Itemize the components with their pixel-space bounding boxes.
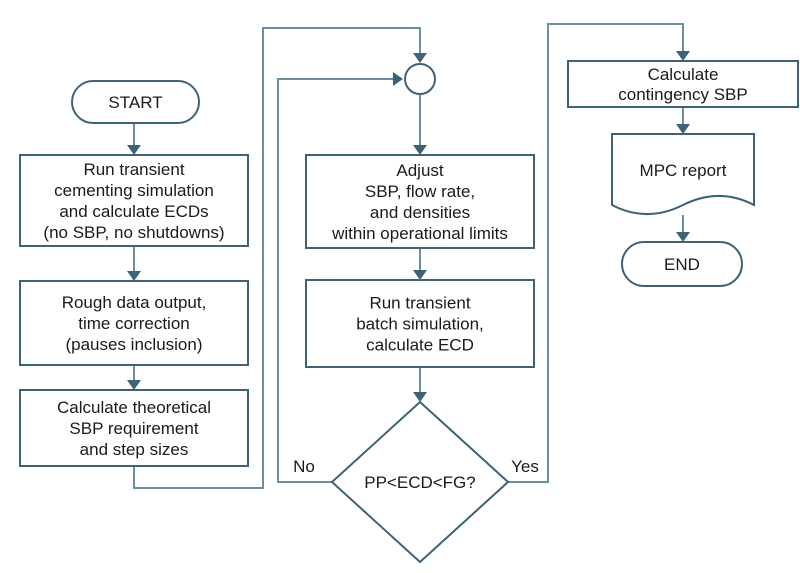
label-line: batch simulation, <box>356 315 484 334</box>
label-line: Run transient <box>83 160 184 179</box>
arrowhead <box>676 124 690 134</box>
rough-data-output-label: Rough data output, time correction (pauses… <box>62 293 207 354</box>
label-line: time correction <box>78 314 189 333</box>
arrowhead <box>413 53 427 63</box>
arrowhead <box>413 270 427 280</box>
label-line: PP<ECD<FG? <box>364 473 476 492</box>
label-line: Calculate <box>648 65 719 84</box>
label-line: (no SBP, no shutdowns) <box>43 223 224 242</box>
label-line: Rough data output, <box>62 293 207 312</box>
label-line: and step sizes <box>80 440 189 459</box>
run-cementing-simulation-box: Run transient cementing simulation and cal… <box>19 154 249 247</box>
arrowhead <box>127 271 141 281</box>
mpc-report-label: MPC report <box>640 161 727 180</box>
merge-junction <box>404 63 436 95</box>
run-batch-simulation-label: Run transient batch simulation, calculate … <box>356 294 484 355</box>
decision-label: PP<ECD<FG? <box>364 473 476 492</box>
end-terminator: END <box>621 241 743 287</box>
arrowhead <box>676 51 690 61</box>
label-line: cementing simulation <box>54 181 214 200</box>
yes-edge-label: Yes <box>511 457 539 476</box>
end-label: END <box>664 255 700 274</box>
label-line: Adjust <box>396 161 444 180</box>
arrowhead <box>676 232 690 242</box>
label-line: MPC report <box>640 161 727 180</box>
start-label: START <box>108 93 162 112</box>
label-line: (pauses inclusion) <box>65 335 202 354</box>
start-terminator: START <box>71 80 200 124</box>
label-line: and densities <box>370 203 470 222</box>
arrowhead <box>413 392 427 402</box>
line-calc-theoretical-to-junction <box>133 27 421 489</box>
label-line: Calculate theoretical <box>57 398 211 417</box>
arrowhead <box>393 72 403 86</box>
arrowhead <box>127 380 141 390</box>
no-edge-label: No <box>293 457 315 476</box>
label-line: Run transient <box>369 294 470 313</box>
label-line: END <box>664 255 700 274</box>
rough-data-output-box: Rough data output, time correction (pauses… <box>19 280 249 366</box>
run-cementing-simulation-label: Run transient cementing simulation and cal… <box>43 160 224 242</box>
arrowhead <box>127 145 141 155</box>
mpc-report-document: MPC report <box>611 133 755 215</box>
run-batch-simulation-box: Run transient batch simulation, calculate … <box>305 279 535 368</box>
label-line: SBP, flow rate, <box>365 182 475 201</box>
label-line: SBP requirement <box>69 419 198 438</box>
label-line: START <box>108 93 162 112</box>
decision-diamond: PP<ECD<FG? <box>330 400 510 564</box>
label-line: within operational limits <box>331 224 508 243</box>
line-decision-no-loop <box>277 78 394 483</box>
line-decision-yes-to-contingency <box>508 23 684 483</box>
arrowheads <box>127 51 690 402</box>
connectors <box>133 23 684 489</box>
label-line: calculate ECD <box>366 336 474 355</box>
arrowhead <box>413 145 427 155</box>
label-line: and calculate ECDs <box>59 202 208 221</box>
label-line: contingency SBP <box>618 85 747 104</box>
